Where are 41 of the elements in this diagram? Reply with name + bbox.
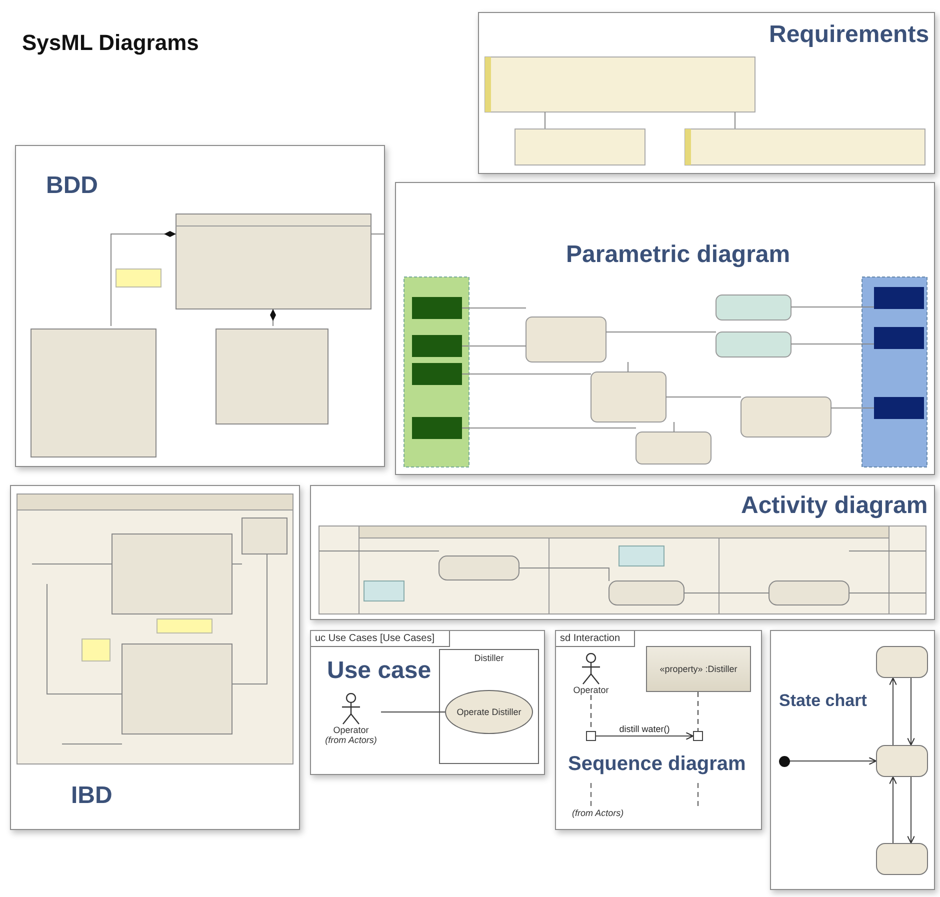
diagram-panel [770,630,935,890]
diagram-panel [10,485,300,830]
diagram-heading: Parametric diagram [566,241,790,269]
lifeline-name: «property» :Distiller [660,664,738,674]
diagram-heading: Activity diagram [741,492,928,520]
actor-note: (from Actors) [325,735,377,745]
frame-tab: sd Interaction [556,631,636,647]
frame-tab: uc Use Cases [Use Cases] [311,631,450,647]
arrow [790,756,877,766]
arrow [906,776,916,844]
use-case-name: Operate Distiller [456,707,522,717]
diagram-panel [478,12,935,174]
diagram-panel [15,145,385,467]
note-text: (from Actors) [572,808,624,818]
state-box [876,646,928,678]
arrow [596,732,694,740]
diagram-heading: Requirements [769,21,930,49]
state-box [876,745,928,777]
boundary-name: Distiller [473,653,505,663]
initial-state-dot [779,756,790,767]
arrow [906,678,916,746]
actor-name: Operator [573,685,609,695]
diagram-heading: State chart [779,691,867,711]
system-boundary [439,649,539,764]
actor-name: Operator [333,725,369,735]
diagram-heading: IBD [71,782,112,810]
diagram-heading: Sequence diagram [568,753,746,776]
diagram-panel [395,182,935,475]
diagram-panel [555,630,762,830]
diagram-heading: Use case [327,657,432,685]
lifeline-box [646,646,751,692]
diagram-panel [310,630,545,775]
diagram-heading: BDD [46,172,98,200]
edge-label: distill water() [617,724,672,734]
arrow [888,776,898,844]
state-box [876,843,928,875]
page-title: SysML Diagrams [22,30,199,56]
arrow [888,677,898,746]
activation-box [586,731,596,741]
activation-box [693,731,703,741]
diagram-panel [310,485,935,620]
